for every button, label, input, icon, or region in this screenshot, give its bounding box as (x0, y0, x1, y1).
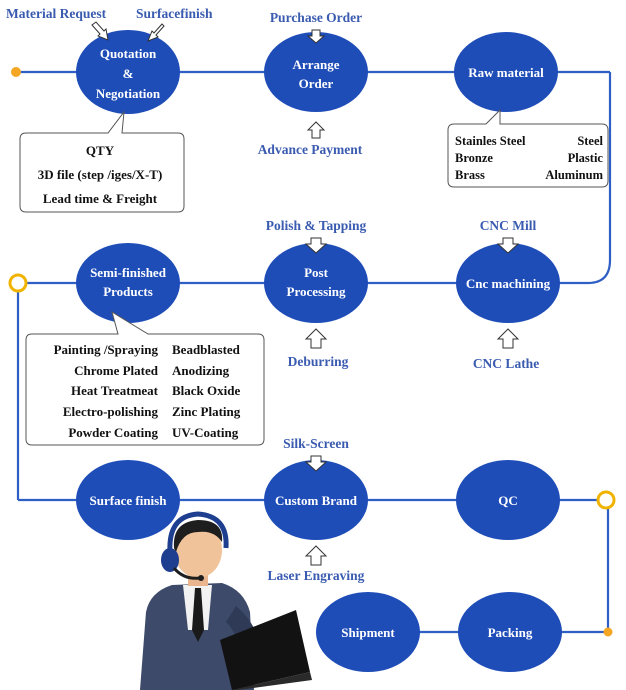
material-bronze: Bronze (455, 151, 493, 165)
arrow-deburring-icon (304, 328, 328, 349)
svg-text:Custom Brand: Custom Brand (275, 493, 358, 508)
callout-materials: Stainles Steel Steel Bronze Plastic Bras… (447, 108, 609, 188)
node-quotation-line2: & (123, 66, 134, 81)
end-dot (603, 627, 613, 637)
arrow-material-request-icon (91, 21, 109, 41)
finish-chrome: Chrome Plated (74, 363, 159, 378)
label-cnc-lathe: CNC Lathe (473, 356, 539, 371)
svg-text:QC: QC (498, 493, 518, 508)
finish-zinc: Zinc Plating (172, 404, 241, 419)
material-steel: Steel (577, 134, 603, 148)
svg-text:Shipment: Shipment (341, 625, 395, 640)
quote-line-lead-time: Lead time & Freight (43, 191, 158, 206)
quote-line-3d-file: 3D file (step /iges/X-T) (38, 167, 163, 182)
label-laser-engraving: Laser Engraving (268, 568, 365, 583)
svg-text:Raw material: Raw material (468, 65, 544, 80)
operator-head (174, 522, 222, 578)
node-qc-label: QC (498, 493, 518, 508)
connector-right-turn-1 (587, 72, 612, 285)
node-packing: Packing (458, 592, 562, 672)
operator-illustration (140, 511, 312, 690)
svg-text:Quotation&Negotiation: Quotation & Negotiation (96, 46, 161, 101)
callout-finishes: Painting /Spraying Beadblasted Chrome Pl… (25, 310, 265, 446)
finish-anodizing: Anodizing (172, 363, 230, 378)
node-arrange-line2: Order (299, 76, 334, 91)
material-stainless-steel: Stainles Steel (455, 134, 526, 148)
label-purchase-order: Purchase Order (270, 10, 362, 25)
headset-earcup-icon (161, 548, 179, 572)
headset-mic-icon (172, 567, 201, 580)
quote-line-qty: QTY (86, 143, 115, 158)
finish-uv: UV-Coating (172, 425, 239, 440)
start-dot (11, 67, 21, 77)
callout-quote-details: QTY 3D file (step /iges/X-T) Lead time &… (19, 110, 185, 213)
node-custom-brand-label: Custom Brand (275, 493, 358, 508)
turn-ring-left (8, 273, 28, 293)
node-post-line2: Processing (287, 284, 346, 299)
node-cnc-machining-label: Cnc machining (466, 276, 551, 291)
node-quotation-line1: Quotation (100, 46, 157, 61)
svg-text:Packing: Packing (488, 625, 533, 640)
label-material-request: Material Request (6, 6, 107, 21)
arrow-cnc-lathe-icon (496, 328, 520, 349)
node-raw-material-label: Raw material (468, 65, 544, 80)
label-cnc-mill: CNC Mill (480, 218, 537, 233)
material-aluminum: Aluminum (545, 168, 603, 182)
finish-heat: Heat Treatmeat (71, 383, 159, 398)
node-post-line1: Post (304, 265, 329, 280)
node-cnc-machining: Cnc machining (456, 243, 560, 323)
svg-text:Cnc machining: Cnc machining (466, 276, 551, 291)
node-custom-brand: Custom Brand (264, 460, 368, 540)
node-surface-finish: Surface finish (76, 460, 180, 540)
svg-text:Surface finish: Surface finish (90, 493, 168, 508)
finish-painting: Painting /Spraying (54, 342, 159, 357)
node-packing-label: Packing (488, 625, 533, 640)
headset-band-icon (167, 511, 229, 553)
node-qc: QC (456, 460, 560, 540)
label-polish-tapping: Polish & Tapping (266, 218, 367, 233)
arrow-purchase-order-icon (306, 29, 326, 44)
arrow-silk-screen-icon (304, 455, 328, 472)
node-arrange-line1: Arrange (293, 57, 340, 72)
laptop-base-icon (198, 672, 312, 690)
arrow-advance-payment-icon (306, 121, 326, 139)
label-silk-screen: Silk-Screen (283, 436, 349, 451)
node-shipment-label: Shipment (341, 625, 395, 640)
label-advance-payment: Advance Payment (258, 142, 363, 157)
node-surface-finish-label: Surface finish (90, 493, 168, 508)
node-semi-line1: Semi-finished (90, 265, 167, 280)
finish-electro: Electro-polishing (63, 404, 159, 419)
node-semi-line2: Products (103, 284, 153, 299)
node-raw-material: Raw material (454, 32, 558, 112)
arrow-surfacefinish-icon (147, 23, 165, 42)
operator-tie (192, 588, 204, 642)
label-deburring: Deburring (288, 354, 349, 369)
finish-powder: Powder Coating (68, 425, 158, 440)
label-surfacefinish: Surfacefinish (136, 6, 213, 21)
node-shipment: Shipment (316, 592, 420, 672)
headset-mic-tip-icon (198, 575, 204, 581)
arrow-polish-tapping-icon (304, 237, 328, 254)
arrow-cnc-mill-icon (496, 237, 520, 254)
arrow-laser-engraving-icon (304, 545, 328, 566)
material-plastic: Plastic (568, 151, 604, 165)
node-quotation: Quotation & Negotiation (76, 30, 180, 114)
finish-black-oxide: Black Oxide (172, 383, 240, 398)
laptop-icon (220, 610, 310, 690)
turn-ring-right (596, 490, 616, 510)
node-quotation-line3: Negotiation (96, 86, 161, 101)
finish-beadblasted: Beadblasted (172, 342, 241, 357)
operator-hair (173, 520, 223, 552)
material-brass: Brass (455, 168, 485, 182)
